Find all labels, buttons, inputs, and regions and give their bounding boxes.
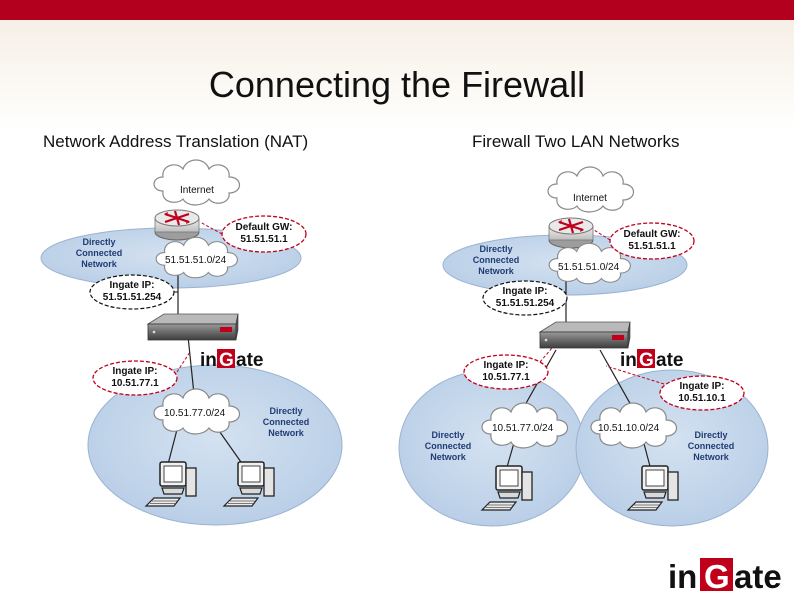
right-ingate-ip-lan2-value: 10.51.10.1 — [678, 393, 726, 404]
left-internet-cloud-icon — [153, 159, 241, 206]
right-ingate-logo: in G ate — [620, 349, 683, 371]
svg-text:in: in — [668, 558, 697, 595]
right-lan1-dcn-line1: Directly — [431, 430, 464, 440]
left-default-gw-label: Default GW: — [235, 222, 292, 233]
left-lower-dcn-line3: Network — [268, 428, 305, 438]
right-ingate-ip-outside-value: 51.51.51.254 — [496, 298, 555, 309]
right-lan1-network-label: 10.51.77.0/24 — [492, 423, 554, 434]
top-accent-bar — [0, 0, 794, 20]
left-ingate-ip-inside-value: 10.51.77.1 — [111, 378, 159, 389]
svg-text:ate: ate — [236, 350, 263, 371]
left-ingate-ip-inside-label: Ingate IP: — [112, 366, 157, 377]
left-default-gw-ip: 51.51.51.1 — [240, 234, 288, 245]
right-ingate-ip-outside-callout — [482, 280, 568, 316]
left-ingate-ip-outside-label: Ingate IP: — [109, 280, 154, 291]
left-diagram-title: Network Address Translation (NAT) — [43, 132, 309, 151]
left-ingate-ip-inside-callout — [92, 360, 178, 396]
left-firewall-appliance-icon — [147, 313, 239, 341]
right-ingate-ip-lan1-value: 10.51.77.1 — [482, 372, 530, 383]
left-upper-dcn-line2: Connected — [76, 248, 123, 258]
right-ingate-ip-lan2-callout — [659, 375, 745, 411]
svg-text:ate: ate — [734, 558, 782, 595]
right-diagram-title: Firewall Two LAN Networks — [472, 132, 680, 151]
svg-text:G: G — [639, 350, 654, 371]
svg-text:G: G — [219, 350, 234, 371]
right-firewall-appliance-icon — [539, 321, 631, 349]
left-lower-dcn-line2: Connected — [263, 417, 310, 427]
right-lan1-dcn-line2: Connected — [425, 441, 472, 451]
right-ingate-ip-lan2-label: Ingate IP: — [679, 381, 724, 392]
right-ingate-ip-outside-label: Ingate IP: — [502, 286, 547, 297]
right-lan2-dcn-line3: Network — [693, 452, 730, 462]
left-ingate-ip-outside-value: 51.51.51.254 — [103, 292, 162, 303]
right-upper-network-label: 51.51.51.0/24 — [558, 262, 620, 273]
left-router-icon — [153, 208, 201, 242]
right-upper-dcn-line3: Network — [478, 266, 515, 276]
right-internet-cloud-icon — [547, 166, 635, 213]
slide-title: Connecting the Firewall — [208, 64, 586, 105]
right-default-gw-ip: 51.51.51.1 — [628, 241, 676, 252]
right-internet-label: Internet — [573, 193, 607, 204]
right-upper-dcn-line2: Connected — [473, 255, 520, 265]
svg-text:in: in — [620, 350, 637, 371]
left-internet-label: Internet — [180, 185, 214, 196]
footer-ingate-logo: in G ate — [668, 558, 782, 595]
left-diagram: Internet 51.51.51.0/24 Directly Connecte… — [40, 159, 343, 526]
left-lower-dcn-line1: Directly — [269, 406, 302, 416]
right-lan2-dcn-line1: Directly — [694, 430, 727, 440]
right-ingate-ip-lan1-callout — [463, 354, 549, 390]
right-lan1-dcn-line3: Network — [430, 452, 467, 462]
svg-text:G: G — [704, 558, 730, 595]
svg-text:in: in — [200, 350, 217, 371]
right-lan2-network-label: 10.51.10.0/24 — [598, 423, 660, 434]
right-upper-dcn-line1: Directly — [479, 244, 512, 254]
svg-text:ate: ate — [656, 350, 683, 371]
left-lower-network-area — [87, 364, 343, 526]
right-default-gw-callout — [609, 222, 695, 260]
left-upper-network-label: 51.51.51.0/24 — [165, 255, 227, 266]
left-lower-network-label: 10.51.77.0/24 — [164, 408, 226, 419]
left-ingate-logo: in G ate — [200, 349, 263, 371]
left-upper-dcn-line3: Network — [81, 259, 118, 269]
right-default-gw-label: Default GW: — [623, 229, 680, 240]
header-background — [0, 20, 794, 130]
left-upper-dcn-line1: Directly — [82, 237, 115, 247]
right-diagram: Internet 51.51.51.0/24 Directly Connecte… — [398, 166, 769, 527]
right-ingate-ip-lan1-label: Ingate IP: — [483, 360, 528, 371]
right-lan2-dcn-line2: Connected — [688, 441, 735, 451]
